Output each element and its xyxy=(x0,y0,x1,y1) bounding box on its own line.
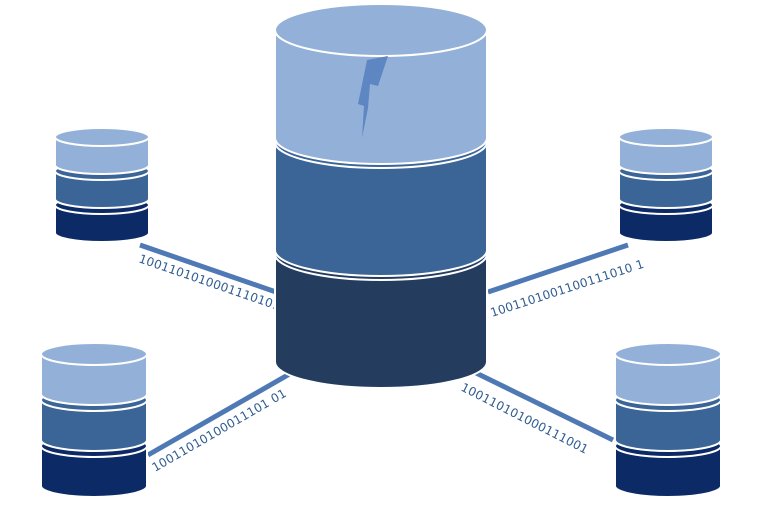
link-top-right xyxy=(487,242,629,295)
database-node-bottom-right xyxy=(614,342,722,498)
tier-top xyxy=(40,342,148,406)
cylinder-body xyxy=(274,141,488,277)
cylinder-body xyxy=(40,399,148,452)
cylinder-body xyxy=(614,353,722,406)
bits-bottom-left: 10011010100011101 01 xyxy=(150,386,289,475)
link-bottom-right xyxy=(468,367,615,443)
database-node-top-left xyxy=(54,127,150,243)
cylinder-cap xyxy=(54,127,150,147)
bits-top-left: 1001101010001110101 xyxy=(137,252,282,314)
cylinder-body xyxy=(614,445,722,498)
cylinder-body xyxy=(618,136,714,175)
link-bottom-left xyxy=(146,365,302,458)
cylinder-body xyxy=(618,170,714,209)
database-node-bottom-left xyxy=(40,342,148,498)
cylinder-cap xyxy=(274,3,488,57)
cylinder-cap xyxy=(618,127,714,147)
cylinder-body xyxy=(614,399,722,452)
cylinder-cap xyxy=(614,342,722,366)
cylinder-body xyxy=(40,353,148,406)
link-top-left xyxy=(139,242,277,295)
lightning-icon xyxy=(358,56,388,138)
cylinder-cap xyxy=(40,342,148,366)
cylinder-body xyxy=(54,170,150,209)
tier-top xyxy=(54,127,150,175)
tier-top xyxy=(618,127,714,175)
cylinder-body xyxy=(54,204,150,243)
tier-top xyxy=(274,3,488,165)
cylinder-body xyxy=(618,204,714,243)
cylinder-body xyxy=(40,445,148,498)
connection-lines xyxy=(139,242,629,458)
cylinder-body xyxy=(54,136,150,175)
cylinder-body xyxy=(274,253,488,389)
database-hub xyxy=(274,3,488,389)
cylinder-body xyxy=(274,29,488,165)
tier-top xyxy=(614,342,722,406)
database-node-top-right xyxy=(618,127,714,243)
